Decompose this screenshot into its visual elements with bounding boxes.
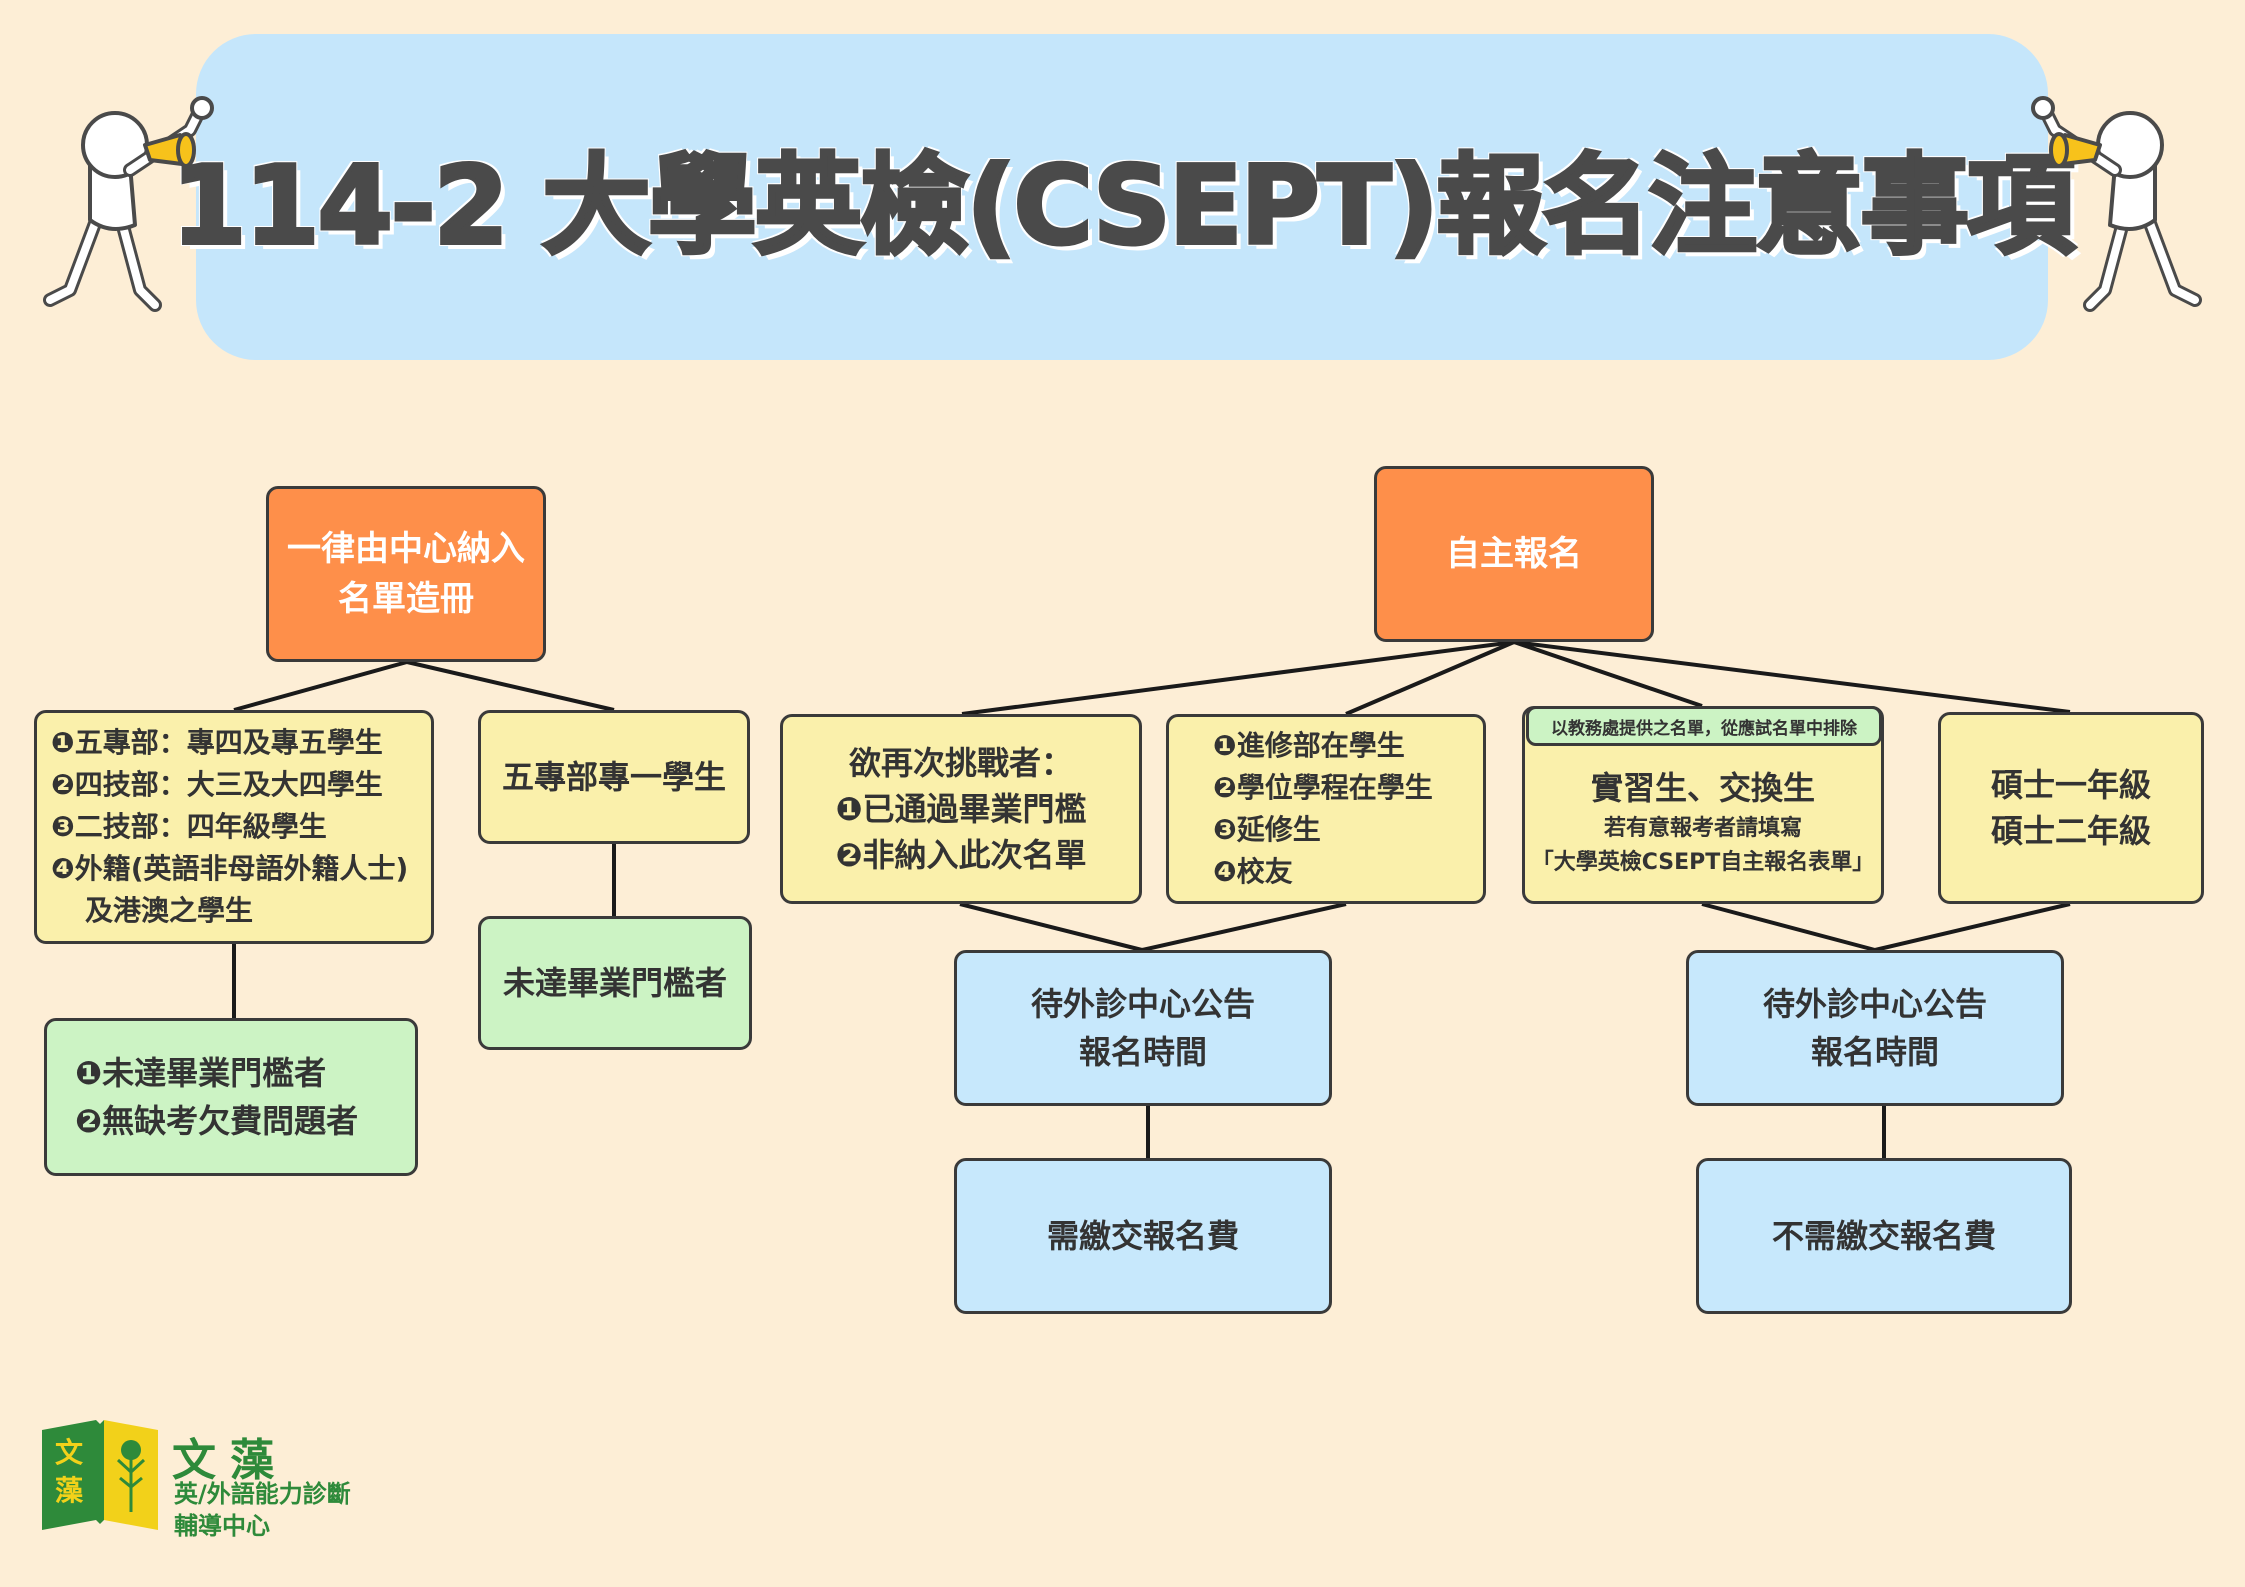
logo-name: 文藻 [172, 1435, 288, 1486]
logo-subtitle: 英/外語能力診斷 輔導中心 [174, 1478, 351, 1542]
node-line: ❶已通過畢業門檻 [835, 790, 1087, 828]
list-item: ❷四技部：大三及大四學生 [51, 768, 383, 801]
node-line: 碩士二年級 [1990, 812, 2151, 850]
list-item: ❶五專部：專四及專五學生 [51, 726, 383, 759]
first-year-node: 五專部專一學生 [478, 710, 750, 844]
title-banner: 114-2 大學英檢(CSEPT)報名注意事項 [169, 34, 2077, 360]
node-line: 五專部專一學生 [501, 758, 726, 796]
node-line: 欲再次挑戰者： [848, 744, 1073, 782]
auto-enrollment-node: 一律由中心納入 名單造冊 [266, 486, 546, 662]
first-year-condition-node: 未達畢業門檻者 [478, 916, 752, 1050]
fee-required-node: 需繳交報名費 [954, 1158, 1332, 1314]
list-item: ❷無缺考欠費問題者 [75, 1102, 359, 1140]
list-item: ❹外籍(英語非母語外籍人士) [51, 852, 409, 885]
rechallenge-node: 欲再次挑戰者： ❶已通過畢業門檻 ❷非納入此次名單 [780, 714, 1142, 904]
node-line: 待外診中心公告 [1762, 985, 1987, 1023]
node-line: 碩士一年級 [1990, 766, 2151, 804]
evening-students-node: ❶進修部在學生 ❷學位學程在學生 ❸延修生 ❹校友 [1166, 714, 1486, 904]
megaphone-mascot-icon [43, 96, 214, 312]
node-line: 報名時間 [1078, 1033, 1207, 1071]
list-item: 及港澳之學生 [85, 894, 254, 927]
announcement-node-left: 待外診中心公告 報名時間 [954, 950, 1332, 1106]
node-line: 不需繳交報名費 [1771, 1217, 1996, 1255]
list-item: ❷學位學程在學生 [1213, 771, 1433, 804]
announcement-node-right: 待外診中心公告 報名時間 [1686, 950, 2064, 1106]
logo-subtitle-line: 英/外語能力診斷 [174, 1480, 351, 1508]
megaphone-mascot-icon [2031, 96, 2202, 312]
node-line: 若有意報考者請填寫 [1603, 816, 1802, 841]
logo-char: 藻 [55, 1474, 84, 1507]
logo-char: 文 [55, 1436, 83, 1469]
logo-subtitle-line: 輔導中心 [174, 1512, 270, 1540]
node-line: 一律由中心納入 [287, 529, 525, 569]
eligible-condition-node: ❶未達畢業門檻者 ❷無缺考欠費問題者 [44, 1018, 418, 1176]
node-line: 待外診中心公告 [1030, 985, 1255, 1023]
fee-exempt-node: 不需繳交報名費 [1696, 1158, 2072, 1314]
list-item: ❸二技部：四年級學生 [51, 810, 327, 843]
page-title: 114-2 大學英檢(CSEPT)報名注意事項 [169, 142, 2076, 271]
list-item: ❶未達畢業門檻者 [75, 1054, 327, 1092]
eligible-students-node: ❶五專部：專四及專五學生 ❷四技部：大三及大四學生 ❸二技部：四年級學生 ❹外籍… [34, 710, 434, 944]
node-line: 名單造冊 [338, 579, 474, 619]
self-registration-node: 自主報名 [1374, 466, 1654, 642]
node-line: 「大學英檢CSEPT自主報名表單」 [1531, 850, 1875, 875]
node-line: 報名時間 [1810, 1033, 1939, 1071]
node-line: 未達畢業門檻者 [502, 964, 727, 1002]
exclusion-note-badge: 以教務處提供之名單，從應試名單中排除 [1526, 706, 1882, 746]
node-line: 自主報名 [1446, 534, 1582, 574]
list-item: ❶進修部在學生 [1213, 729, 1405, 762]
node-line: 實習生、交換生 [1590, 769, 1815, 807]
master-students-node: 碩士一年級 碩士二年級 [1938, 712, 2204, 904]
list-item: ❸延修生 [1213, 813, 1321, 846]
list-item: ❹校友 [1213, 855, 1293, 888]
node-line: 需繳交報名費 [1046, 1217, 1239, 1255]
wenzao-logo-icon: 文 藻 [42, 1420, 158, 1530]
node-line: ❷非納入此次名單 [835, 836, 1087, 874]
